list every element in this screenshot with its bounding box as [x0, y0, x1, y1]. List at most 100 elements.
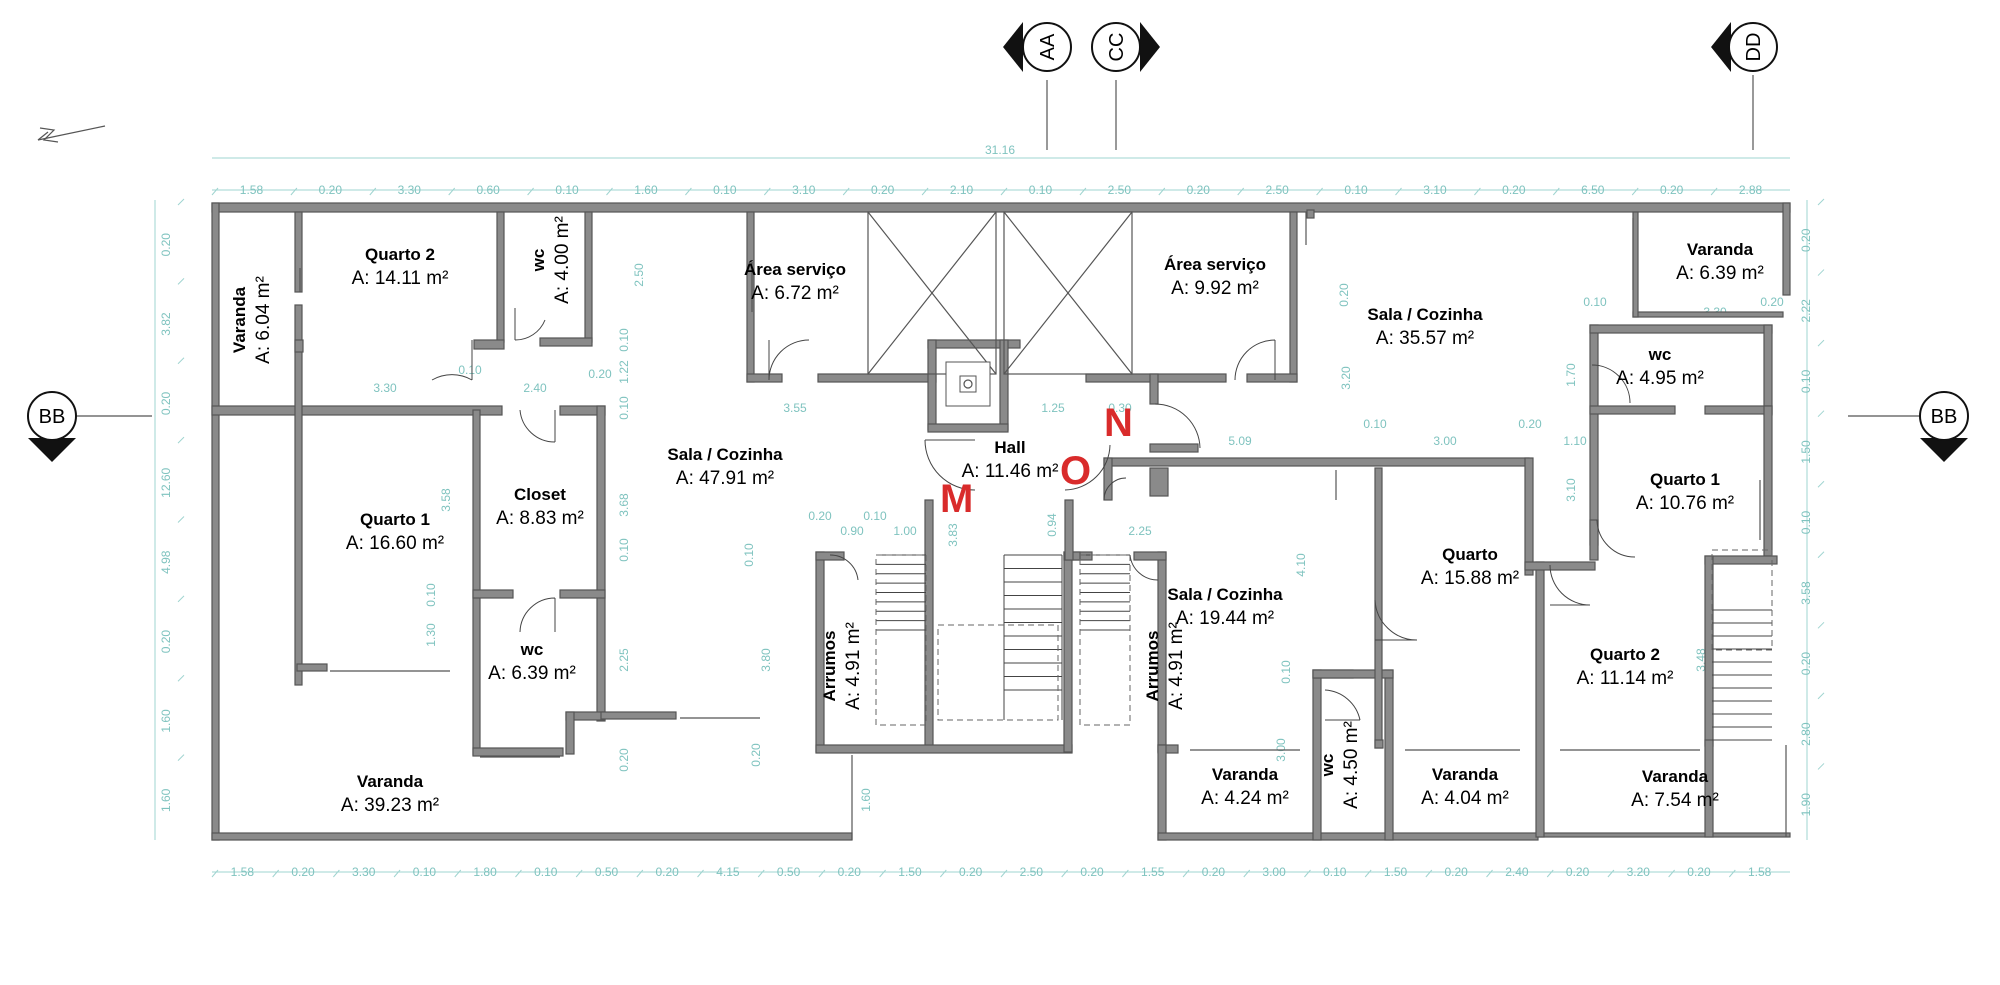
- dimension-label: 1.58: [231, 865, 255, 879]
- dimension-label: 0.20: [1187, 183, 1211, 197]
- room-name: Arrumos: [820, 631, 839, 702]
- overall-dimension: 31.16: [985, 143, 1015, 157]
- room-name: wc: [1318, 754, 1337, 778]
- dimension-label: 0.20: [159, 233, 173, 257]
- elevator-shafts: [867, 211, 1133, 407]
- room-area: A: 14.11 m²: [352, 268, 449, 289]
- dimension-label: 0.30: [1108, 401, 1132, 415]
- sliding-doors: [299, 218, 1761, 758]
- dimension-label: 0.10: [534, 865, 558, 879]
- dimension-label: 0.10: [863, 509, 887, 523]
- room-area: A: 39.23 m²: [341, 795, 439, 816]
- room-name: Varanda: [1432, 765, 1499, 784]
- dimension-label: 3.10: [1564, 478, 1578, 502]
- dimension-label: 3.80: [759, 648, 773, 672]
- dimension-label: 2.50: [1265, 183, 1289, 197]
- dimension-label: 0.20: [1687, 865, 1711, 879]
- dimension-label: 0.20: [1337, 283, 1351, 307]
- dimension-label: 3.83: [946, 523, 960, 547]
- dimension-label: 6.50: [1581, 183, 1605, 197]
- room-name: Quarto 2: [1590, 645, 1660, 664]
- dimension-label: 1.60: [859, 788, 873, 812]
- section-mark-cc: CC: [1091, 22, 1160, 150]
- dimension-label: 1.60: [634, 183, 658, 197]
- dimension-label: 0.10: [1363, 417, 1387, 431]
- dimension-label: 3.00: [1433, 434, 1457, 448]
- dimension-label: 2.25: [1128, 524, 1152, 538]
- marker-m: M: [940, 477, 973, 521]
- dimension-label: 0.10: [1799, 510, 1813, 534]
- dimension-label: 2.40: [523, 381, 547, 395]
- dimension-label: 0.20: [1502, 183, 1526, 197]
- dimension-label: 0.20: [1799, 652, 1813, 676]
- dimension-label: 0.20: [1445, 865, 1469, 879]
- dimension-label: 0.60: [476, 183, 500, 197]
- dimension-label: 0.20: [1660, 183, 1684, 197]
- dimension-label: 1.58: [1748, 865, 1772, 879]
- dimension-label: 0.10: [424, 583, 438, 607]
- dimension-label: 0.20: [871, 183, 895, 197]
- dimension-label: 0.10: [413, 865, 437, 879]
- dimension-label: 4.98: [159, 550, 173, 574]
- dimension-label: 1.50: [1384, 865, 1408, 879]
- dimension-label: 1.00: [893, 524, 917, 538]
- dimension-label: 0.10: [1583, 295, 1607, 309]
- room-name: Quarto: [1442, 545, 1498, 564]
- marker-n: N: [1104, 401, 1133, 445]
- room-area: A: 8.83 m²: [496, 508, 584, 529]
- dimension-label: 0.20: [1566, 865, 1590, 879]
- room-area: A: 4.24 m²: [1201, 788, 1289, 809]
- dimension-label: 0.94: [1045, 513, 1059, 537]
- dimension-label: 0.20: [749, 743, 763, 767]
- dimension-label: 0.20: [1518, 417, 1542, 431]
- svg-text:BB: BB: [39, 406, 66, 428]
- walls: [211, 202, 1791, 841]
- dimension-label: 0.20: [617, 748, 631, 772]
- north-arrow-icon: [37, 125, 106, 143]
- dimension-label: 1.55: [1141, 865, 1165, 879]
- dimension-label: 1.10: [1563, 434, 1587, 448]
- room-area: A: 6.04 m²: [253, 276, 274, 364]
- dimension-label: 0.90: [840, 524, 864, 538]
- room-area: A: 19.44 m²: [1176, 608, 1274, 629]
- room-name: Varanda: [1642, 767, 1709, 786]
- dimension-label: 0.10: [458, 363, 482, 377]
- dimension-label: 3.30: [373, 381, 397, 395]
- dimension-label: 1.60: [159, 709, 173, 733]
- dimension-label: 0.10: [617, 396, 631, 420]
- room-label: wcA: 6.39 m²: [488, 640, 576, 684]
- dimension-label: 1.30: [424, 623, 438, 647]
- dimension-label: 0.10: [1029, 183, 1053, 197]
- dimension-label: 1.50: [898, 865, 922, 879]
- room-name: wc: [1648, 345, 1672, 364]
- dimension-label: 0.20: [588, 367, 612, 381]
- room-area: A: 6.72 m²: [751, 283, 839, 304]
- red-markers: M N O: [940, 401, 1133, 521]
- dimension-label: 3.20: [1339, 366, 1353, 390]
- dimension-label: 5.09: [1228, 434, 1252, 448]
- dimension-label: 0.10: [617, 328, 631, 352]
- room-area: A: 4.00 m²: [552, 216, 573, 304]
- dimension-label: 1.58: [240, 183, 264, 197]
- stairs: [875, 549, 1773, 741]
- dimension-label: 0.20: [319, 183, 343, 197]
- room-area: A: 9.92 m²: [1171, 278, 1259, 299]
- dimension-label: 0.20: [159, 630, 173, 654]
- dimension-label: 0.10: [1323, 865, 1347, 879]
- room-label: Quarto 1A: 10.76 m²: [1636, 470, 1734, 514]
- dimension-label: 3.20: [1627, 865, 1651, 879]
- section-mark-bb-right: BB: [1848, 391, 1969, 462]
- svg-text:CC: CC: [1106, 33, 1128, 62]
